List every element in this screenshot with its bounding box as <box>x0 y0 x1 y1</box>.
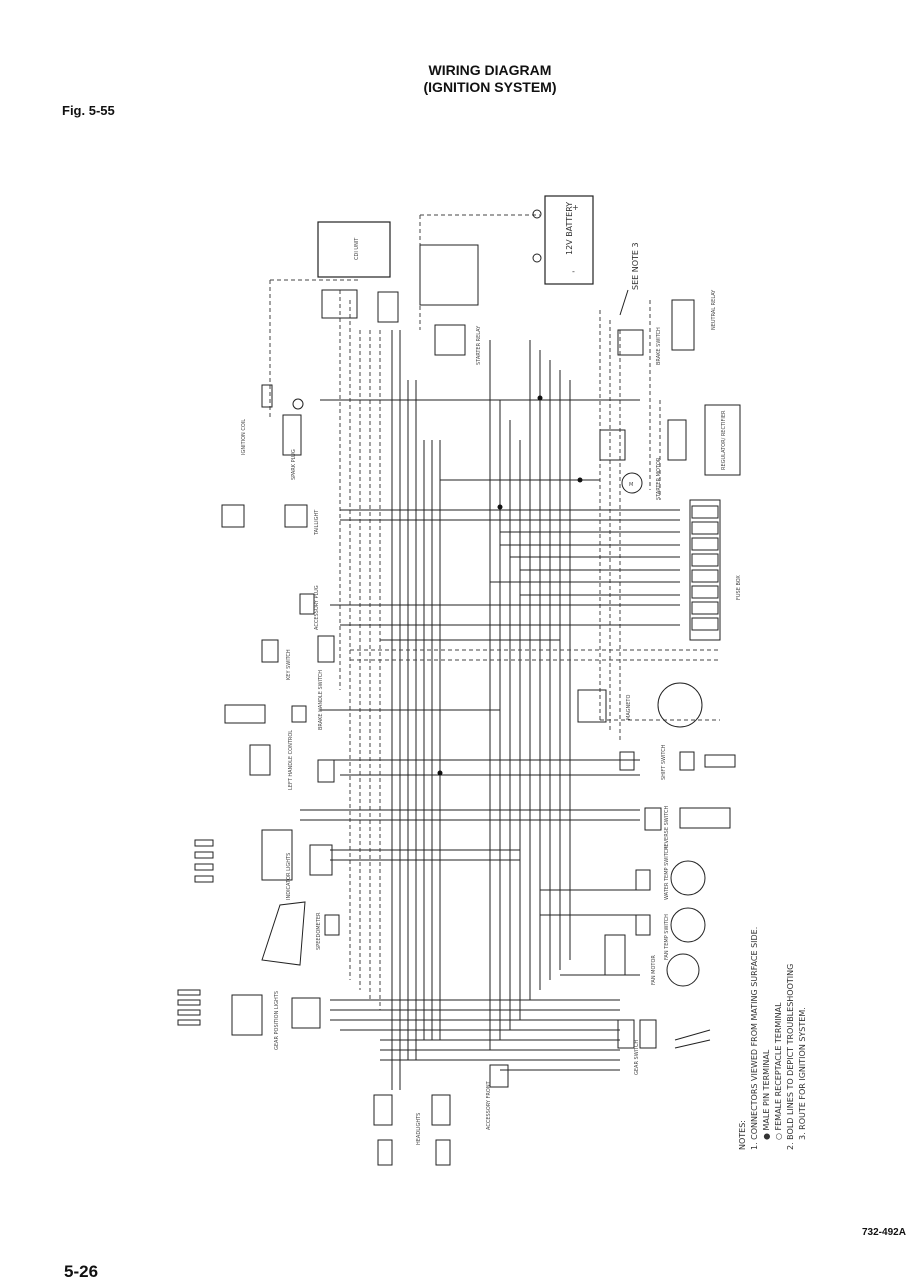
brake-switch-label: BRAKE SWITCH <box>656 327 662 365</box>
gear-position-lights: GEAR POSITION LIGHTS <box>177 989 321 1050</box>
page-number: 5-26 <box>64 1262 99 1281</box>
battery-label: 12V BATTERY <box>565 202 574 255</box>
speedometer: SPEEDOMETER <box>261 901 340 966</box>
title-line-1: WIRING DIAGRAM <box>428 62 552 78</box>
shift-switch: SHIFT SWITCH <box>619 744 736 780</box>
notes-heading: NOTES: <box>738 1120 747 1150</box>
headlights-label: HEADLIGHTS <box>416 1113 422 1145</box>
starter-motor: M STARTER MOTOR <box>621 457 662 500</box>
note-1-a: ● MALE PIN TERMINAL <box>762 1049 771 1140</box>
fuse-box-label: FUSE BOX <box>736 575 742 600</box>
neutral-relay-label: NEUTRAL RELAY <box>711 289 717 330</box>
fan-motor-label: FAN MOTOR <box>651 955 657 985</box>
magneto: MAGNETO <box>577 682 703 728</box>
gear-switch: GEAR SWITCH <box>617 1019 711 1075</box>
neutral-relay: NEUTRAL RELAY <box>617 289 717 356</box>
note-1: 1. CONNECTORS VIEWED FROM MATING SURFACE… <box>750 927 759 1150</box>
regulator-label: REGULATOR/ RECTIFIER <box>721 410 727 470</box>
left-handle-label: LEFT HANDLE CONTROL <box>288 730 294 790</box>
starter-relay-label: STARTER RELAY <box>476 325 482 365</box>
regulator-rectifier: REGULATOR/ RECTIFIER <box>599 404 741 476</box>
indicator-lights-label: INDICATOR LIGHTS <box>286 853 292 900</box>
note-1-b: ○ FEMALE RECEPTACLE TERMINAL <box>774 1002 783 1140</box>
headlights: HEADLIGHTS <box>373 1094 451 1166</box>
speedometer-label: SPEEDOMETER <box>316 912 322 950</box>
figure-label: Fig. 5-55 <box>62 103 115 118</box>
gear-position-label: GEAR POSITION LIGHTS <box>274 991 280 1050</box>
drawing-code: 732-492A <box>862 1227 906 1238</box>
wire-horizontal-runs <box>300 399 680 1071</box>
cdi-unit: CDI UNIT <box>317 221 399 323</box>
taillight-label: TAILLIGHT <box>314 509 320 536</box>
left-handle-control: LEFT HANDLE CONTROL <box>249 730 335 790</box>
fan-temp-label: FAN TEMP SWITCH <box>664 914 670 960</box>
reverse-switch: REVERSE SWITCH <box>644 806 731 850</box>
water-temp-switch: WATER TEMP SWITCH <box>635 846 706 900</box>
reverse-switch-label: REVERSE SWITCH <box>664 806 670 850</box>
indicator-lights: INDICATOR LIGHTS <box>194 829 333 900</box>
battery-minus: - <box>572 267 575 276</box>
magneto-label: MAGNETO <box>626 695 632 720</box>
wire-bundle-dashed <box>269 214 720 1010</box>
key-switch-label: KEY SWITCH <box>286 649 292 680</box>
note-3: 3. ROUTE FOR IGNITION SYSTEM. <box>798 1007 807 1140</box>
brake-switch: BRAKE SWITCH <box>656 327 662 365</box>
accessory-plug-label: ACCESSORY PLUG <box>314 585 320 630</box>
accessory-plug: ACCESSORY PLUG <box>299 585 320 630</box>
key-switch: KEY SWITCH <box>261 635 335 680</box>
see-note-3: SEE NOTE 3 <box>631 242 640 290</box>
ignition-coil: IGNITION COIL SPARK PLUG <box>241 384 304 480</box>
note-2: 2. BOLD LINES TO DEPICT TROUBLESHOOTING <box>786 964 795 1150</box>
notes-block: NOTES: 1. CONNECTORS VIEWED FROM MATING … <box>738 927 807 1150</box>
accessory-front: ACCESSORY FRONT <box>486 1064 509 1130</box>
taillight: TAILLIGHT <box>221 504 320 536</box>
wire-junctions <box>437 395 583 776</box>
fuse-box: FUSE BOX <box>689 499 742 641</box>
battery-plus: + <box>572 203 579 212</box>
fan-temp-switch: FAN TEMP SWITCH <box>635 907 706 960</box>
cdi-label: CDI UNIT <box>354 237 360 260</box>
accessory-front-label: ACCESSORY FRONT <box>486 1080 492 1130</box>
svg-text:M: M <box>629 482 633 488</box>
fan-motor: FAN MOTOR <box>604 934 700 987</box>
shift-switch-label: SHIFT SWITCH <box>661 744 667 780</box>
title-line-2: (IGNITION SYSTEM) <box>423 79 557 95</box>
water-temp-label: WATER TEMP SWITCH <box>664 846 670 900</box>
brake-handle-label: BRAKE HANDLE SWITCH <box>318 670 324 730</box>
battery: 12V BATTERY + - <box>532 195 594 285</box>
starter-motor-label: STARTER MOTOR <box>656 457 662 500</box>
ignition-coil-label: IGNITION COIL <box>241 419 247 455</box>
brake-handle-switch: BRAKE HANDLE SWITCH <box>224 670 324 730</box>
starter-relay: STARTER RELAY <box>419 244 482 365</box>
spark-plug-label: SPARK PLUG <box>291 449 297 480</box>
gear-switch-label: GEAR SWITCH <box>634 1040 640 1075</box>
